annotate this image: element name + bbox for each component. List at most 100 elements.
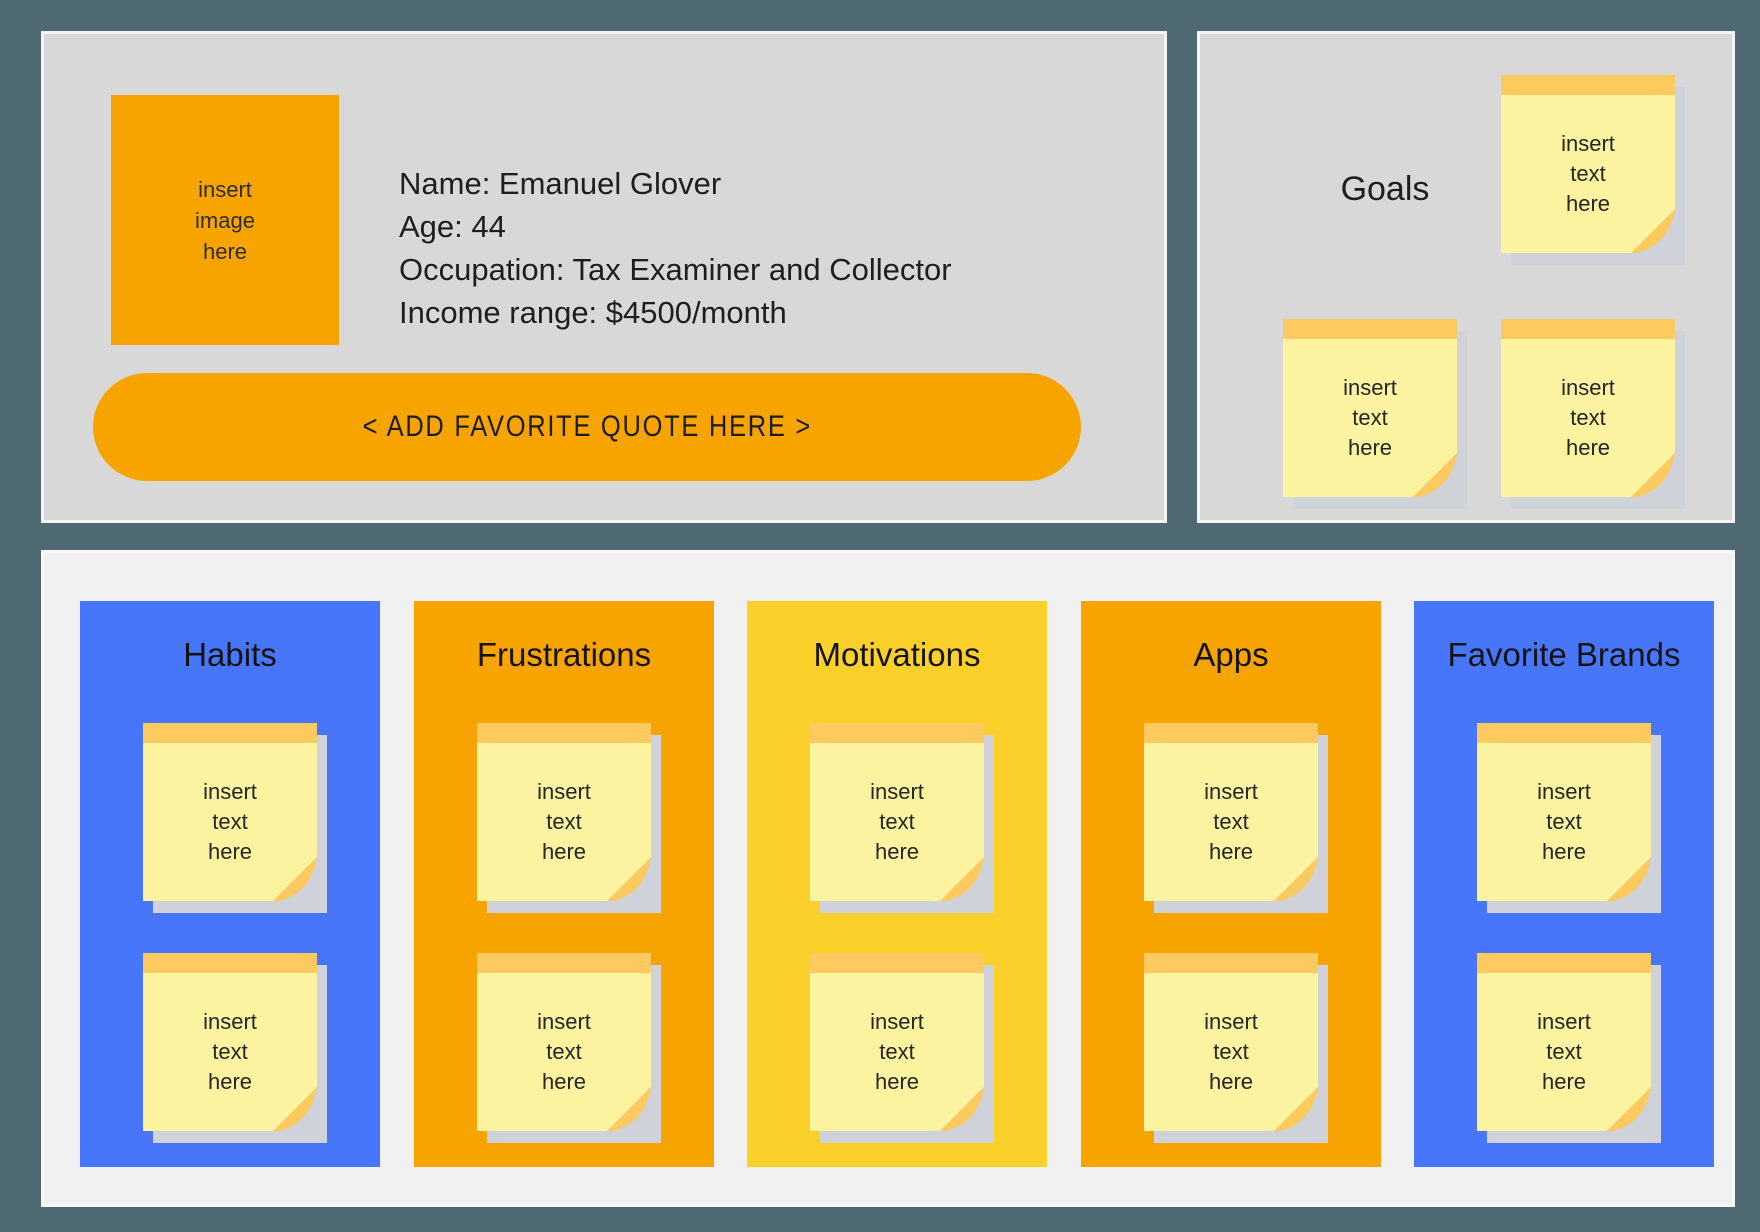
sticky-note[interactable]: insert text here <box>143 953 327 1143</box>
sticky-note-paper: insert text here <box>1477 953 1651 1131</box>
note-text: insert text here <box>477 973 651 1131</box>
folded-corner-icon <box>1274 1087 1318 1131</box>
folded-corner-icon <box>1631 453 1675 497</box>
note-line: insert <box>1204 1009 1258 1034</box>
column-title: Habits <box>183 636 277 673</box>
note-line: here <box>1541 1069 1587 1094</box>
folded-corner-icon <box>940 857 984 901</box>
column-favorite-brands: Favorite Brands insert text here insert … <box>1414 601 1714 1167</box>
note-text: insert text here <box>1144 973 1318 1131</box>
column-apps: Apps insert text here insert text here <box>1081 601 1381 1167</box>
sticky-note-paper: insert text here <box>1501 75 1675 253</box>
sticky-note-paper: insert text here <box>477 953 651 1131</box>
persona-age: Age: 44 <box>399 209 506 244</box>
sticky-note[interactable]: insert text here <box>143 723 327 913</box>
sticky-note-paper: insert text here <box>1501 319 1675 497</box>
sticky-note[interactable]: insert text here <box>1144 953 1328 1143</box>
note-line: here <box>1565 191 1611 216</box>
goals-note[interactable]: insert text here <box>1501 319 1685 509</box>
column-title: Apps <box>1193 636 1269 673</box>
note-line: text <box>212 809 248 834</box>
note-line: insert <box>537 1009 591 1034</box>
note-tape-strip <box>1283 319 1457 339</box>
column-frustrations: Frustrations insert text here insert tex… <box>414 601 714 1167</box>
folded-corner-icon <box>607 857 651 901</box>
note-line: text <box>1570 405 1606 430</box>
sticky-note[interactable]: insert text here <box>477 953 661 1143</box>
image-placeholder-line: image <box>195 207 255 233</box>
note-line: text <box>1352 405 1388 430</box>
folded-corner-icon <box>1631 209 1675 253</box>
note-text: insert text here <box>1477 743 1651 901</box>
sticky-note-paper: insert text here <box>1144 953 1318 1131</box>
note-text: insert text here <box>810 743 984 901</box>
image-placeholder-line: insert <box>198 176 252 202</box>
image-placeholder[interactable]: insert image here <box>111 95 339 345</box>
folded-corner-icon <box>1607 1087 1651 1131</box>
column-habits: Habits insert text here insert text here <box>80 601 380 1167</box>
sticky-note[interactable]: insert text here <box>1477 953 1661 1143</box>
persona-name: Name: Emanuel Glover <box>399 166 722 201</box>
note-line: insert <box>1204 779 1258 804</box>
sticky-note[interactable]: insert text here <box>1144 723 1328 913</box>
note-line: text <box>546 1039 582 1064</box>
goals-note[interactable]: insert text here <box>1501 75 1685 265</box>
note-line: text <box>546 809 582 834</box>
folded-corner-icon <box>1607 857 1651 901</box>
note-text: insert text here <box>477 743 651 901</box>
sticky-note-paper: insert text here <box>1477 723 1651 901</box>
note-text: insert text here <box>143 743 317 901</box>
note-tape-strip <box>1501 319 1675 339</box>
folded-corner-icon <box>273 1087 317 1131</box>
note-line: here <box>1565 435 1611 460</box>
sticky-note-paper: insert text here <box>1283 319 1457 497</box>
note-line: insert <box>1561 131 1615 156</box>
note-line: here <box>874 1069 920 1094</box>
sticky-note-paper: insert text here <box>143 953 317 1131</box>
persona-occupation: Occupation: Tax Examiner and Collector <box>399 252 952 287</box>
note-line: here <box>541 839 587 864</box>
note-line: here <box>207 1069 253 1094</box>
sticky-note[interactable]: insert text here <box>810 723 994 913</box>
note-line: insert <box>1537 779 1591 804</box>
sticky-note[interactable]: insert text here <box>1477 723 1661 913</box>
profile-panel: insert image here Name: Emanuel Glover A… <box>41 31 1167 523</box>
note-tape-strip <box>1477 953 1651 973</box>
note-line: text <box>1546 1039 1582 1064</box>
sticky-note-paper: insert text here <box>1144 723 1318 901</box>
image-placeholder-line: here <box>202 238 248 264</box>
column-title: Frustrations <box>476 636 652 673</box>
note-tape-strip <box>477 723 651 743</box>
note-line: text <box>1213 809 1249 834</box>
persona-income: Income range: $4500/month <box>399 295 787 330</box>
sticky-note[interactable]: insert text here <box>810 953 994 1143</box>
note-line: insert <box>1537 1009 1591 1034</box>
note-line: insert <box>870 1009 924 1034</box>
note-line: insert <box>1561 375 1615 400</box>
note-line: here <box>207 839 253 864</box>
note-tape-strip <box>477 953 651 973</box>
note-line: here <box>1208 839 1254 864</box>
note-line: text <box>879 809 915 834</box>
folded-corner-icon <box>607 1087 651 1131</box>
note-line: here <box>1541 839 1587 864</box>
note-text: insert text here <box>1477 973 1651 1131</box>
goals-note[interactable]: insert text here <box>1283 319 1467 509</box>
note-text: insert text here <box>1283 339 1457 497</box>
folded-corner-icon <box>273 857 317 901</box>
note-text: insert text here <box>1501 95 1675 253</box>
note-tape-strip <box>1144 723 1318 743</box>
note-line: text <box>1570 161 1606 186</box>
note-line: insert <box>203 1009 257 1034</box>
note-line: text <box>212 1039 248 1064</box>
add-quote-button[interactable]: < ADD FAVORITE QUOTE HERE > <box>93 373 1081 481</box>
sticky-note[interactable]: insert text here <box>477 723 661 913</box>
note-tape-strip <box>1144 953 1318 973</box>
persona-details: Name: Emanuel Glover Age: 44 Occupation:… <box>399 162 952 334</box>
sticky-note-paper: insert text here <box>810 723 984 901</box>
note-tape-strip <box>810 953 984 973</box>
note-line: here <box>541 1069 587 1094</box>
column-title: Favorite Brands <box>1447 636 1681 673</box>
note-text: insert text here <box>143 973 317 1131</box>
